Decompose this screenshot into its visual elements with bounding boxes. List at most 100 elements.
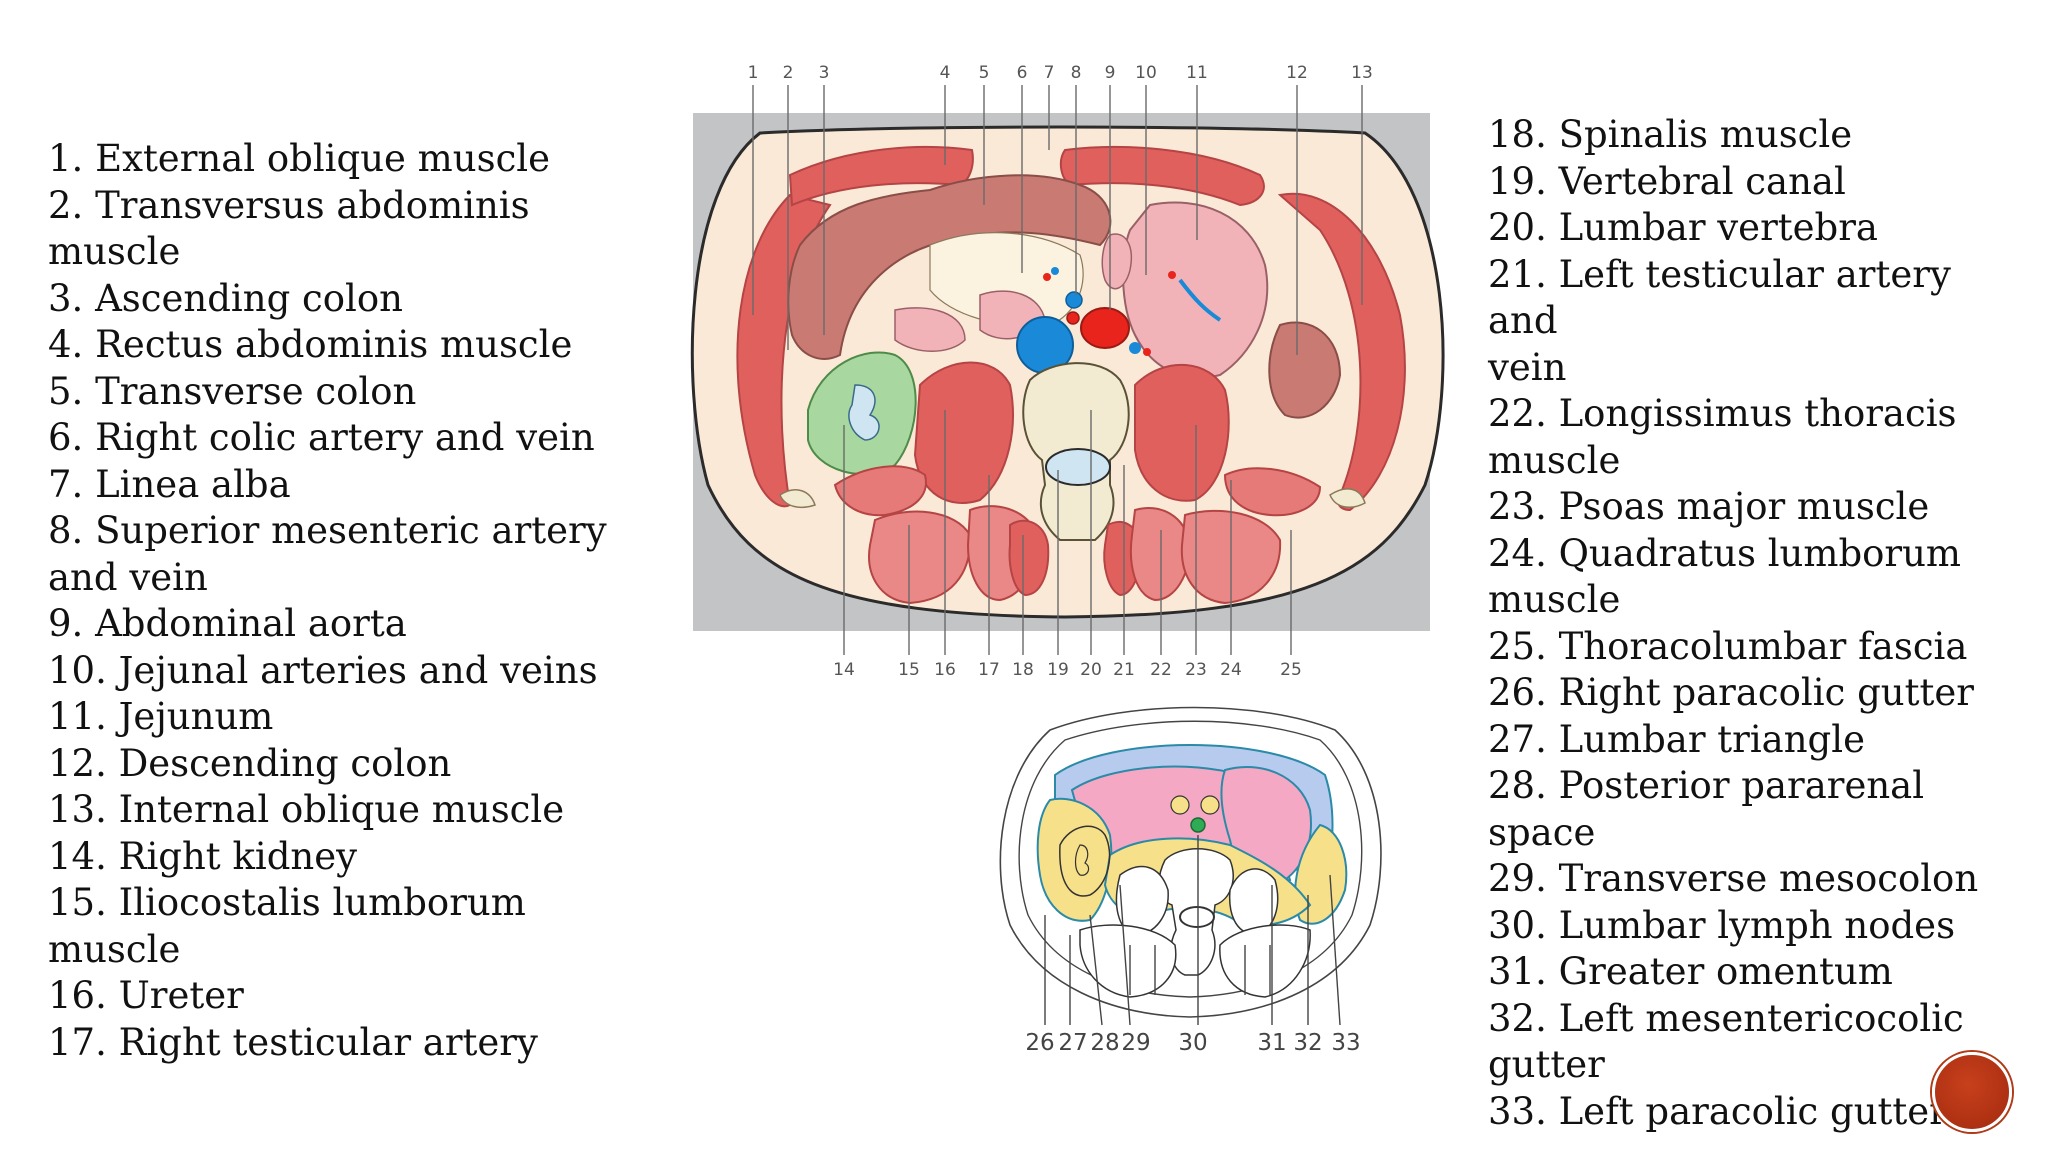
quadratus-lumborum-right	[833, 465, 927, 517]
schematic-back-muscles-left	[1219, 924, 1311, 998]
psoas-major-right	[913, 361, 1014, 504]
jejunum	[1122, 201, 1269, 379]
legend-left-item: 9. Abdominal aorta	[48, 602, 407, 645]
top-number-1: 1	[748, 63, 759, 83]
bottom-number-16: 16	[934, 660, 956, 680]
slide-number-badge	[1932, 1052, 2012, 1132]
top-number-3: 3	[819, 63, 830, 83]
legend-right-item: 29. Transverse mesocolon	[1488, 857, 1979, 900]
legend-right-item: 19. Vertebral canal	[1488, 159, 1846, 203]
bottom-number-19: 19	[1047, 660, 1069, 680]
legend-right-item: 27. Lumbar triangle	[1488, 717, 1865, 761]
right-colic-vein	[1051, 267, 1059, 275]
legend-left-item: 16. Ureter	[48, 974, 244, 1017]
schematic-back-muscles-right	[1079, 924, 1177, 998]
legend-right-item: 26. Right paracolic gutter	[1488, 671, 1974, 714]
legend-right-item: 32. Left mesentericocolic	[1488, 996, 1964, 1040]
rectus-abdominis-right	[788, 145, 974, 207]
legend-left-item: 5. Transverse colon	[48, 369, 417, 413]
legend-left-item: 13. Internal oblique muscle	[48, 788, 565, 831]
legend-right-item: 20. Lumbar vertebra	[1488, 206, 1878, 249]
legend-left-item: 6. Right colic artery and vein	[48, 416, 595, 459]
legend-right-item: 22. Longissimus thoracis	[1488, 392, 1957, 435]
abdominal-cross-section-diagram: 1 2 3 4 5 6 7 8 9 10 11 12 13 14 15 16 1…	[690, 63, 1445, 680]
bottom-number-14: 14	[833, 660, 855, 680]
legend-left-item: 11. Jejunum	[48, 695, 274, 738]
mini-number-27: 27	[1058, 1030, 1087, 1055]
mini-number-29: 29	[1121, 1030, 1150, 1055]
legend-right-item: gutter	[1488, 1043, 1605, 1086]
abdominal-aorta	[1080, 307, 1130, 349]
legend-left-item: 8. Superior mesenteric artery	[48, 509, 607, 552]
legend-left-item: 15. Iliocostalis lumborum muscle	[48, 881, 526, 971]
schematic-psoas-left	[1228, 868, 1279, 936]
thoracolumbar-fascia-right	[779, 489, 816, 508]
top-number-7: 7	[1044, 63, 1055, 83]
top-number-12: 12	[1286, 63, 1308, 83]
vertebral-canal	[1045, 448, 1111, 486]
bottom-number-23: 23	[1185, 660, 1207, 680]
legend-left-item: 1. External oblique muscle	[48, 137, 551, 180]
spinalis-right	[1008, 519, 1050, 597]
top-leader-lines	[752, 85, 1363, 355]
schematic-vessel-right	[1170, 795, 1190, 815]
schematic-lymph-node	[1190, 817, 1206, 833]
transverse-colon	[787, 174, 1112, 360]
legend-left-item: 17. Right testicular artery	[48, 1020, 538, 1064]
legend-right-item: 28. Posterior pararenal space	[1488, 764, 1925, 854]
legend-right-item: 31. Greater omentum	[1488, 950, 1893, 993]
top-number-6: 6	[1017, 63, 1028, 83]
legend-left-item: 7. Linea alba	[48, 462, 291, 506]
top-number-8: 8	[1071, 63, 1082, 83]
psoas-major-left	[1134, 364, 1230, 502]
bottom-number-18: 18	[1012, 660, 1034, 680]
top-number-4: 4	[940, 63, 951, 83]
thoracolumbar-fascia-left	[1329, 488, 1366, 508]
renal-pelvis	[848, 384, 880, 441]
legend-right-item: 30. Lumbar lymph nodes	[1488, 903, 1956, 947]
legend-right-item: vein	[1488, 345, 1567, 389]
legend-right-item: 18. Spinalis muscle	[1488, 113, 1853, 156]
top-number-13: 13	[1351, 63, 1373, 83]
legend-right-item: 23. Psoas major muscle	[1488, 485, 1930, 528]
bottom-number-20: 20	[1080, 660, 1102, 680]
schematic-vertebral-canal	[1179, 906, 1215, 928]
legend-right-item: muscle	[1488, 578, 1621, 621]
superior-mesenteric-vein	[1065, 291, 1083, 309]
schematic-psoas-right	[1115, 865, 1169, 936]
bottom-number-25: 25	[1280, 660, 1302, 680]
top-number-10: 10	[1135, 63, 1157, 83]
mini-number-33: 33	[1331, 1030, 1360, 1055]
abdominal-spaces-schematic: 26 27 28 29 30 31 32 33	[999, 706, 1382, 1055]
legend-left-item: 4. Rectus abdominis muscle	[48, 323, 573, 366]
bottom-number-22: 22	[1150, 660, 1172, 680]
bottom-number-24: 24	[1220, 660, 1242, 680]
right-colic-artery	[1043, 273, 1051, 281]
schematic-leader-lines	[1044, 835, 1341, 1026]
mini-number-30: 30	[1178, 1030, 1207, 1055]
mini-number-31: 31	[1257, 1030, 1286, 1055]
jejunal-vessels	[1178, 278, 1222, 322]
schematic-vessel-left	[1200, 795, 1220, 815]
schematic-renal-pelvis	[1074, 844, 1090, 876]
bottom-leader-lines	[843, 410, 1292, 655]
descending-colon	[1268, 321, 1342, 419]
mini-number-32: 32	[1293, 1030, 1322, 1055]
legend-left-item: 2. Transversus abdominis muscle	[48, 183, 530, 274]
bottom-number-15: 15	[898, 660, 920, 680]
legend-right-item: muscle	[1488, 438, 1621, 482]
jejunal-artery	[1168, 271, 1176, 279]
legend-left-item: and vein	[48, 555, 208, 599]
legend-right-item: 21. Left testicular artery and	[1488, 252, 1951, 343]
mini-number-28: 28	[1090, 1030, 1119, 1055]
jejunum-loops-lower-left	[894, 307, 966, 352]
bottom-number-17: 17	[978, 660, 1000, 680]
legend-left-item: 14. Right kidney	[48, 834, 358, 878]
bottom-number-21: 21	[1113, 660, 1135, 680]
legend-left-item: 10. Jejunal arteries and veins	[48, 648, 598, 692]
testicular-artery-left	[1143, 348, 1151, 356]
mini-number-26: 26	[1025, 1030, 1054, 1055]
legend-right-item: 25. Thoracolumbar fascia	[1488, 624, 1968, 668]
